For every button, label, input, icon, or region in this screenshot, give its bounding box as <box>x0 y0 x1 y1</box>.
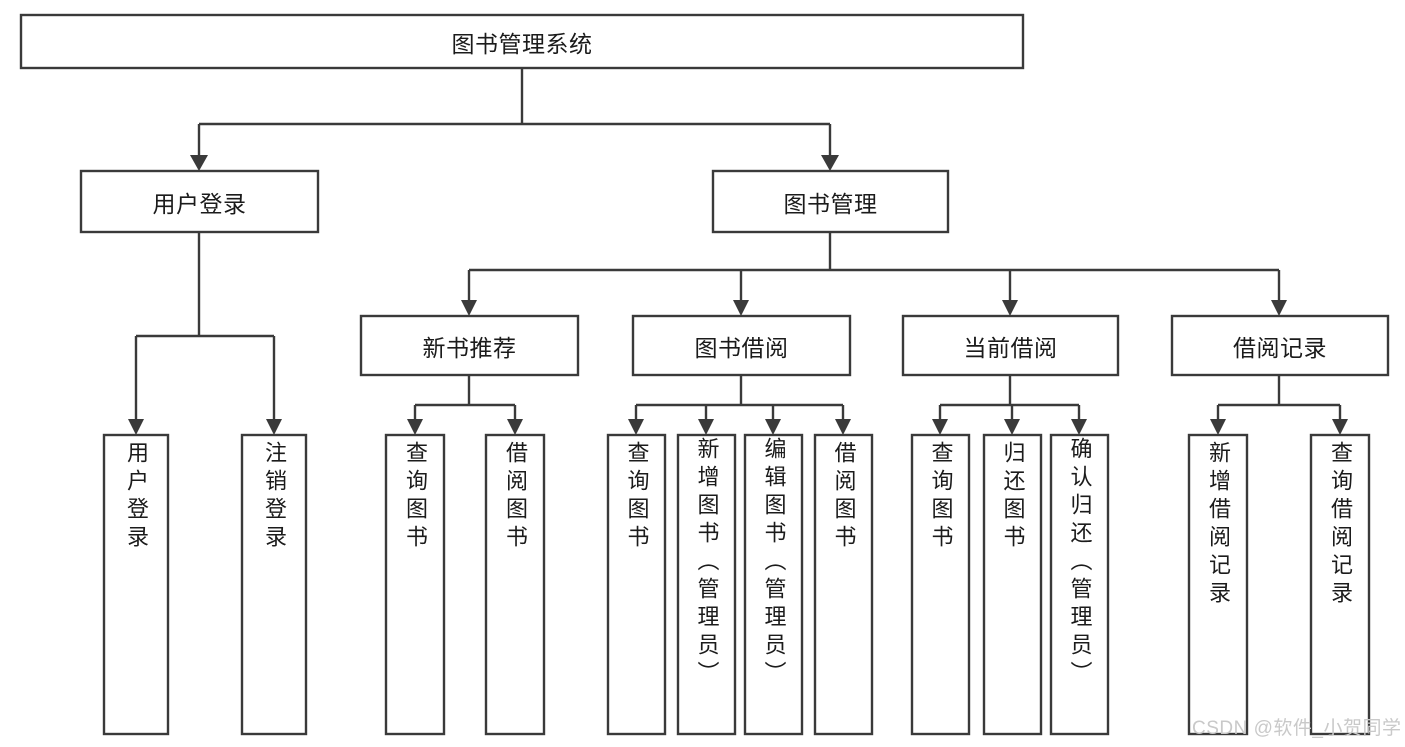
edge-new-book-rec-to-leaves <box>407 375 523 435</box>
node-box-leaf-return-book[interactable] <box>982 433 1043 736</box>
node-box-leaf-edit-book[interactable] <box>743 433 804 736</box>
node-box-leaf-query-book-1[interactable] <box>384 433 446 736</box>
node-box-leaf-query-book-3[interactable] <box>910 433 971 736</box>
edge-borrow-record-to-leaves <box>1210 375 1348 435</box>
node-box-leaf-borrow-book-1[interactable] <box>484 433 546 736</box>
edge-book-manage-to-level3 <box>461 232 1287 316</box>
node-box-leaf-borrow-book-2[interactable] <box>813 433 874 736</box>
node-box-leaf-confirm-return[interactable] <box>1049 433 1110 736</box>
node-box-leaf-query-record[interactable] <box>1309 433 1371 736</box>
edge-current-borrow-to-leaves <box>932 375 1087 435</box>
node-box-new-book-rec[interactable] <box>359 314 580 377</box>
edge-root-to-level2 <box>190 68 839 171</box>
edge-user-login-to-leaves <box>128 232 282 435</box>
node-box-leaf-add-record[interactable] <box>1187 433 1249 736</box>
node-box-leaf-add-book[interactable] <box>676 433 737 736</box>
node-box-root[interactable] <box>19 13 1025 70</box>
node-box-user-login[interactable] <box>79 169 320 234</box>
node-box-book-manage[interactable] <box>711 169 950 234</box>
node-box-borrow-record[interactable] <box>1170 314 1390 377</box>
node-box-current-borrow[interactable] <box>901 314 1120 377</box>
node-box-book-borrow[interactable] <box>631 314 852 377</box>
node-box-leaf-logout[interactable] <box>240 433 308 736</box>
node-box-leaf-query-book-2[interactable] <box>606 433 667 736</box>
node-box-leaf-user-login[interactable] <box>102 433 170 736</box>
edge-book-borrow-to-leaves <box>628 375 851 435</box>
